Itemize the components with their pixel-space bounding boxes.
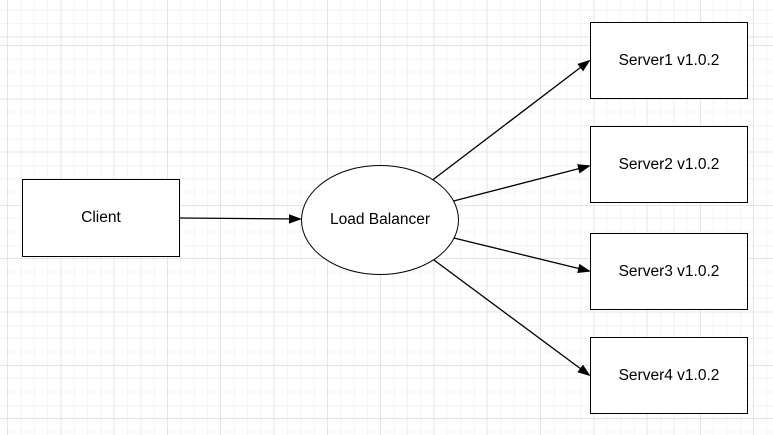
edge-client-to-load-balancer[interactable]: [179, 214, 302, 224]
node-server4-label: Server4 v1.0.2: [618, 366, 720, 384]
node-server4[interactable]: Server4 v1.0.2: [590, 337, 748, 414]
node-server1[interactable]: Server1 v1.0.2: [590, 22, 748, 99]
node-server3[interactable]: Server3 v1.0.2: [590, 233, 748, 310]
node-load-balancer[interactable]: Load Balancer: [301, 165, 459, 275]
node-load-balancer-label: Load Balancer: [330, 211, 430, 228]
node-server2-label: Server2 v1.0.2: [618, 155, 720, 173]
node-server2[interactable]: Server2 v1.0.2: [590, 126, 748, 203]
node-server3-label: Server3 v1.0.2: [618, 262, 720, 280]
node-client-label: Client: [81, 209, 121, 226]
node-server1-label: Server1 v1.0.2: [618, 51, 720, 69]
node-client[interactable]: Client: [22, 179, 180, 257]
